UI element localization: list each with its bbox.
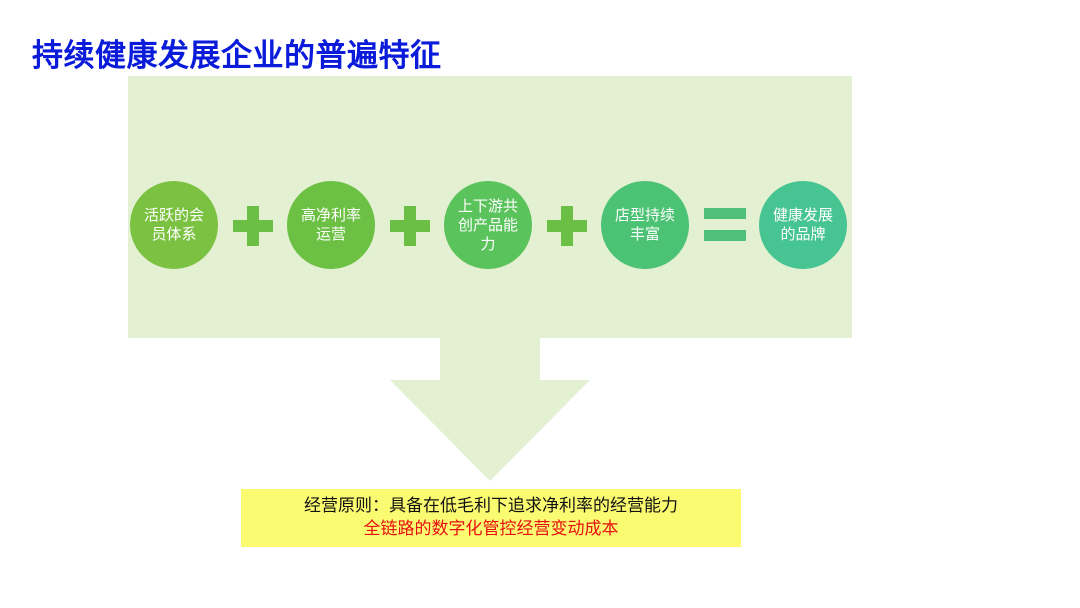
- node-active-membership: 活跃的会员体系: [130, 181, 218, 269]
- node-store-format-variety: 店型持续丰富: [601, 181, 689, 269]
- operating-principle-note: 经营原则：具备在低毛利下追求净利率的经营能力 全链路的数字化管控经营变动成本: [241, 489, 741, 547]
- node-supply-chain-co-creation: 上下游共创产品能力: [444, 181, 532, 269]
- node-label: 上下游共创产品能力: [457, 196, 518, 253]
- equals-operator: [704, 208, 746, 242]
- node-label: 高净利率运营: [300, 206, 361, 243]
- page-title: 持续健康发展企业的普遍特征: [32, 38, 442, 74]
- digital-control-line: 全链路的数字化管控经营变动成本: [363, 519, 619, 539]
- plus-operator-2: [390, 206, 430, 246]
- node-label: 店型持续丰富: [614, 206, 675, 243]
- plus-operator-3: [547, 206, 587, 246]
- node-healthy-brand: 健康发展的品牌: [759, 181, 847, 269]
- node-high-net-margin: 高净利率运营: [287, 181, 375, 269]
- node-label: 活跃的会员体系: [143, 206, 204, 243]
- plus-operator-1: [233, 206, 273, 246]
- principle-line: 经营原则：具备在低毛利下追求净利率的经营能力: [304, 496, 678, 516]
- node-label: 健康发展的品牌: [772, 206, 833, 243]
